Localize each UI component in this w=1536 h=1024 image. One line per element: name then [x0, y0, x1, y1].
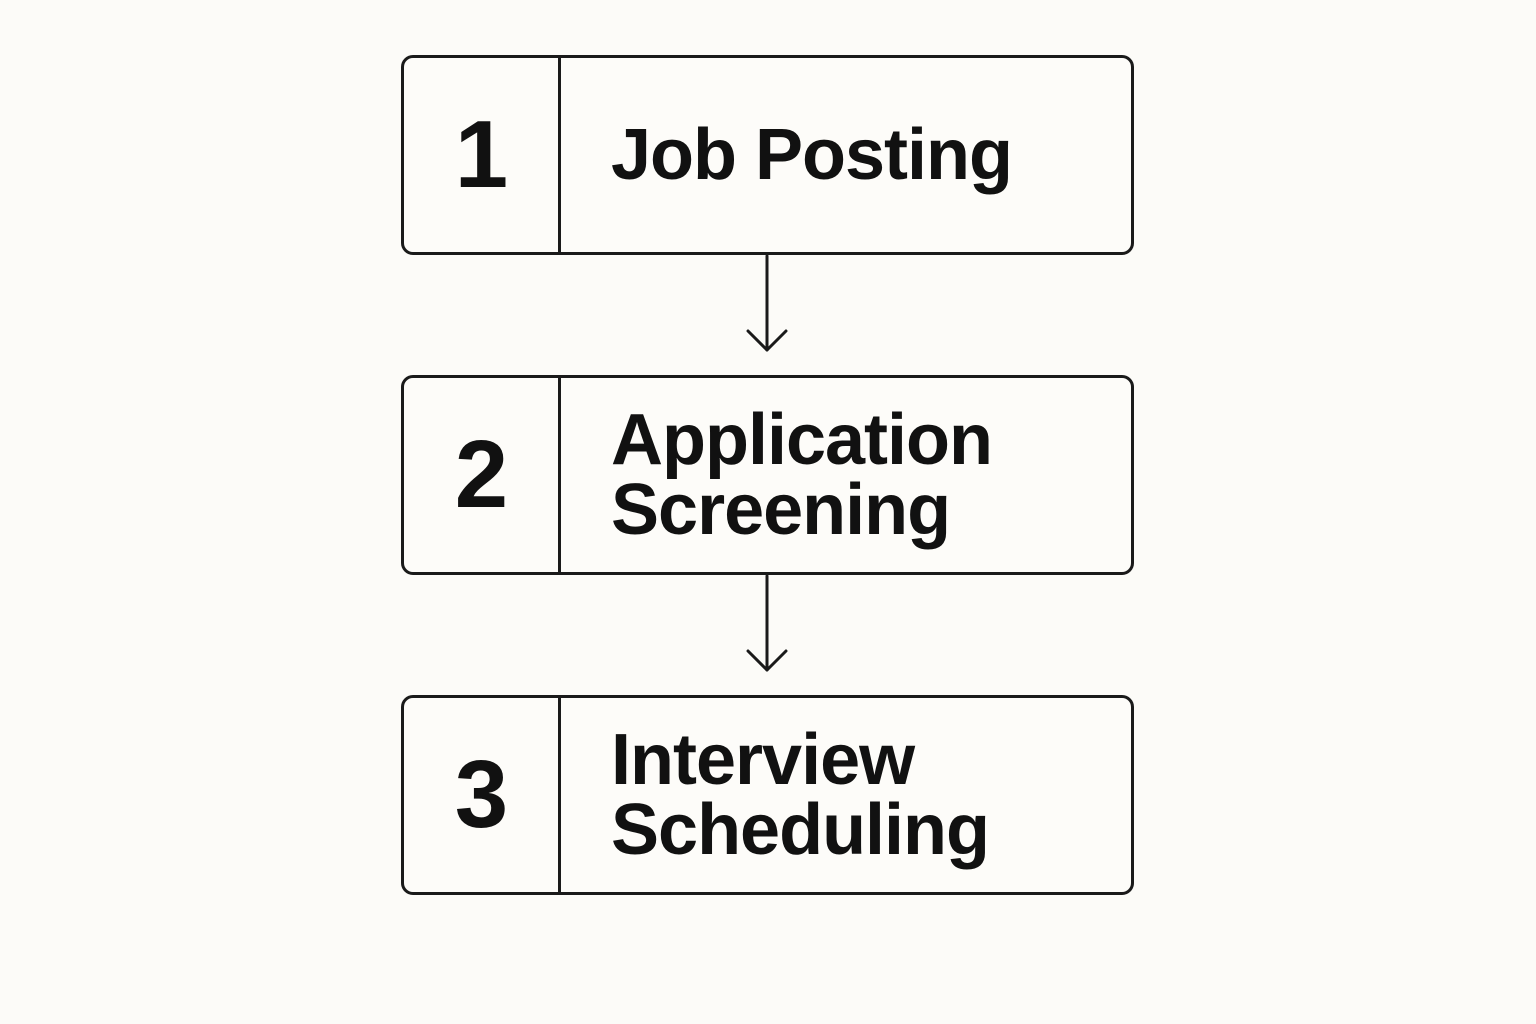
step-3-number: 3 [454, 741, 508, 848]
step-2-number-cell: 2 [404, 378, 561, 572]
step-2-label-cell: Application Screening [561, 378, 1131, 572]
step-3-number-cell: 3 [404, 698, 561, 892]
step-3-box: 3 Interview Scheduling [401, 695, 1134, 895]
step-2-number: 2 [454, 421, 508, 528]
step-1-number: 1 [454, 101, 508, 208]
step-3-label-cell: Interview Scheduling [561, 698, 1131, 892]
step-2-label: Application Screening [611, 400, 993, 550]
arrow-2-to-3-icon [746, 574, 788, 672]
step-1-number-cell: 1 [404, 58, 561, 252]
step-1-box: 1 Job Posting [401, 55, 1134, 255]
step-3-label: Interview Scheduling [611, 720, 990, 870]
step-2-box: 2 Application Screening [401, 375, 1134, 575]
step-1-label: Job Posting [611, 115, 1013, 195]
step-1-label-cell: Job Posting [561, 58, 1131, 252]
arrow-1-to-2-icon [746, 254, 788, 352]
